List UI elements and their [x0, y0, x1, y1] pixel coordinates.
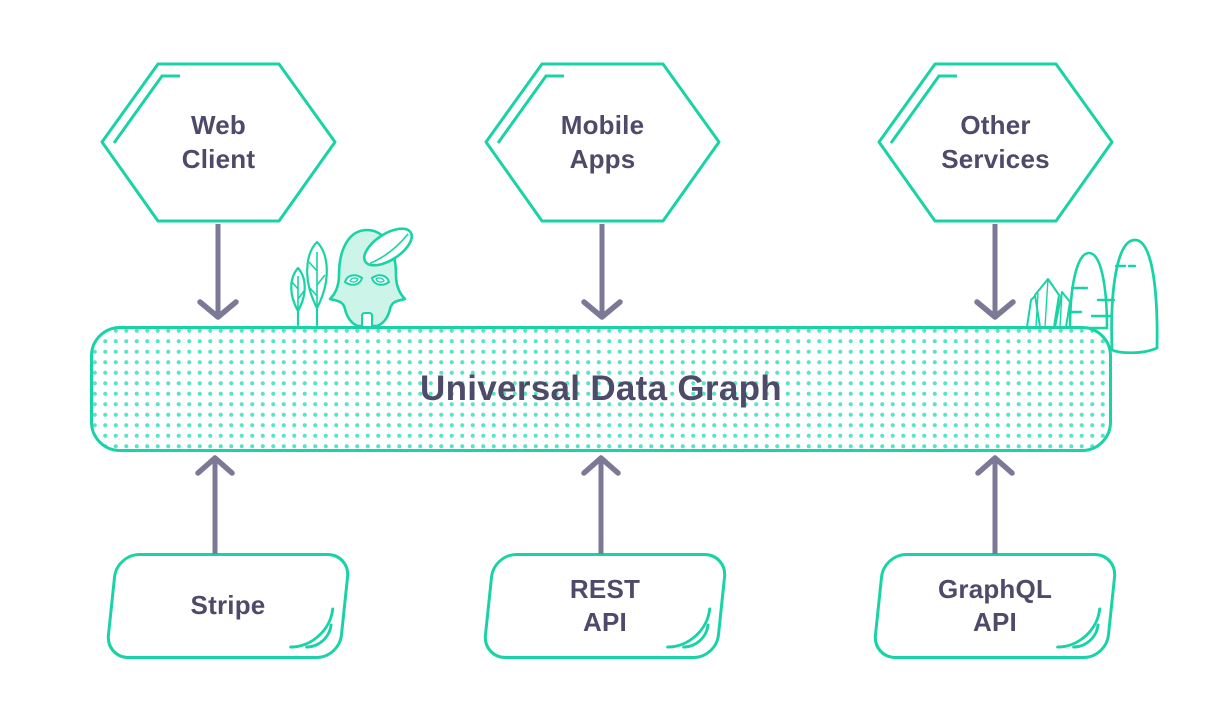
hexagon-mobile-apps: Mobile Apps — [484, 62, 721, 223]
node-label: GraphQL API — [877, 553, 1113, 659]
bar-title: Universal Data Graph — [420, 369, 782, 408]
node-label: Stripe — [110, 553, 346, 659]
small-leaf — [290, 266, 306, 313]
hexagon-edge-accent — [112, 74, 180, 144]
node-label-line: REST — [569, 573, 641, 604]
creature-hat — [362, 227, 414, 267]
arrow-up-graphql-api — [975, 455, 1015, 554]
hexagon-other-services: Other Services — [877, 62, 1114, 223]
hexagon-label: Other Services — [877, 62, 1114, 223]
leaf-stems — [296, 303, 319, 327]
node-label: REST API — [487, 553, 723, 659]
hill-dash-marks — [1064, 264, 1137, 318]
hexagon-label: Web Client — [100, 62, 337, 223]
big-leaf — [306, 240, 328, 310]
corner-swoosh — [1056, 607, 1102, 649]
node-label-line: API — [973, 607, 1017, 637]
hexagon-label-line: Apps — [569, 143, 636, 174]
arrow-down-mobile-apps — [581, 224, 623, 320]
arrow-up-stripe — [195, 455, 235, 554]
arrow-down-other-services — [974, 224, 1016, 320]
corner-swoosh — [666, 607, 712, 649]
hexagon-label: Mobile Apps — [484, 62, 721, 223]
hexagon-shape — [877, 62, 1114, 223]
node-rest-api: REST API — [481, 553, 729, 659]
tall-hill — [1110, 238, 1159, 354]
hexagon-label-line: Mobile — [560, 110, 645, 141]
node-graphql-api: GraphQL API — [871, 553, 1119, 659]
hexagon-label-line: Services — [941, 143, 1050, 174]
hexagon-web-client: Web Client — [100, 62, 337, 223]
hexagon-label-line: Client — [181, 143, 256, 174]
hexagon-label-line: Web — [190, 110, 246, 141]
arrow-up-rest-api — [581, 455, 621, 554]
node-shape — [481, 553, 729, 659]
node-label-line: GraphQL — [937, 573, 1053, 604]
hexagon-shape — [484, 62, 721, 223]
hills-illustration — [1064, 238, 1159, 354]
creature-legs — [361, 312, 373, 326]
node-label-line: Stripe — [190, 590, 266, 621]
node-shape — [871, 553, 1119, 659]
creature-illustration — [290, 227, 414, 327]
universal-data-graph-bar: Universal Data Graph — [90, 326, 1112, 452]
hexagon-edge-accent — [496, 74, 564, 144]
hexagon-label-line: Other — [960, 110, 1031, 141]
node-shape — [104, 553, 352, 659]
hexagon-shape — [100, 62, 337, 223]
small-hill — [1068, 251, 1109, 330]
node-label-line: API — [583, 607, 627, 637]
arrow-down-web-client — [197, 224, 239, 320]
hexagon-edge-accent — [889, 74, 957, 144]
creature-eyes — [343, 274, 391, 286]
node-stripe: Stripe — [104, 553, 352, 659]
corner-swoosh — [289, 607, 335, 649]
crystals-illustration — [1026, 278, 1071, 328]
